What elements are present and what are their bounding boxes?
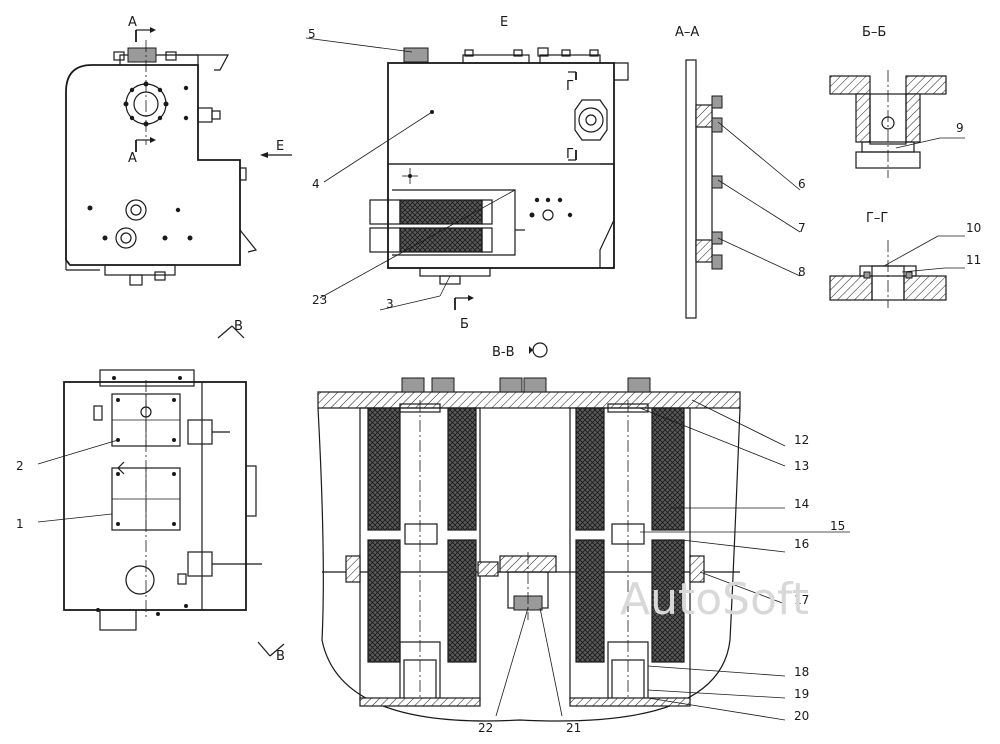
callout-18: 18 <box>794 665 809 679</box>
section-a-bottom-label: А <box>128 151 137 166</box>
view-e-arrow-label: Е <box>276 139 284 154</box>
callout-22: 22 <box>478 721 493 735</box>
callout-numbers: 1 2 3 4 5 6 7 8 9 10 11 12 13 14 15 16 1… <box>16 27 981 735</box>
view-e-title: Е <box>500 15 508 30</box>
section-aa-title: А–А <box>675 25 699 40</box>
section-gg: Г–Г <box>829 211 947 308</box>
section-b-label: Б <box>460 317 469 332</box>
view-v-top-label: В <box>234 319 243 334</box>
view-v: В <box>63 369 285 664</box>
callout-1: 1 <box>16 517 24 531</box>
callout-23: 23 <box>312 293 327 307</box>
callout-3: 3 <box>386 297 394 311</box>
callout-20: 20 <box>794 709 809 723</box>
callout-14: 14 <box>794 497 809 511</box>
view-v-bottom-label: В <box>276 649 285 664</box>
side-view: А А Е В <box>65 15 292 339</box>
section-g-bottom-label: Г <box>566 147 574 162</box>
section-g-top-label: Г <box>566 79 574 94</box>
callout-12: 12 <box>794 433 809 447</box>
callout-16: 16 <box>794 537 809 551</box>
section-vv-title: В-В <box>492 345 515 360</box>
callout-10: 10 <box>966 221 981 235</box>
callout-15: 15 <box>830 519 845 533</box>
callout-4: 4 <box>312 177 320 191</box>
callout-21: 21 <box>566 721 581 735</box>
section-bb-title: Б–Б <box>862 25 886 40</box>
callout-17: 17 <box>794 593 809 607</box>
callout-19: 19 <box>794 687 809 701</box>
section-gg-title: Г–Г <box>866 211 888 226</box>
callout-7: 7 <box>798 221 806 235</box>
section-a-top-label: А <box>128 15 137 30</box>
callout-9: 9 <box>956 121 964 135</box>
callout-8: 8 <box>798 265 806 279</box>
view-e: Е <box>369 15 629 332</box>
section-bb: Б–Б <box>829 25 947 178</box>
watermark: AutoSoft <box>620 574 809 625</box>
callout-13: 13 <box>794 459 809 473</box>
callout-leaders <box>37 37 965 721</box>
callout-11: 11 <box>966 253 981 267</box>
callout-6: 6 <box>798 177 806 191</box>
callout-2: 2 <box>16 459 24 473</box>
section-vv: В-В <box>317 342 741 722</box>
callout-5: 5 <box>308 27 316 41</box>
section-aa: А–А <box>675 25 723 319</box>
